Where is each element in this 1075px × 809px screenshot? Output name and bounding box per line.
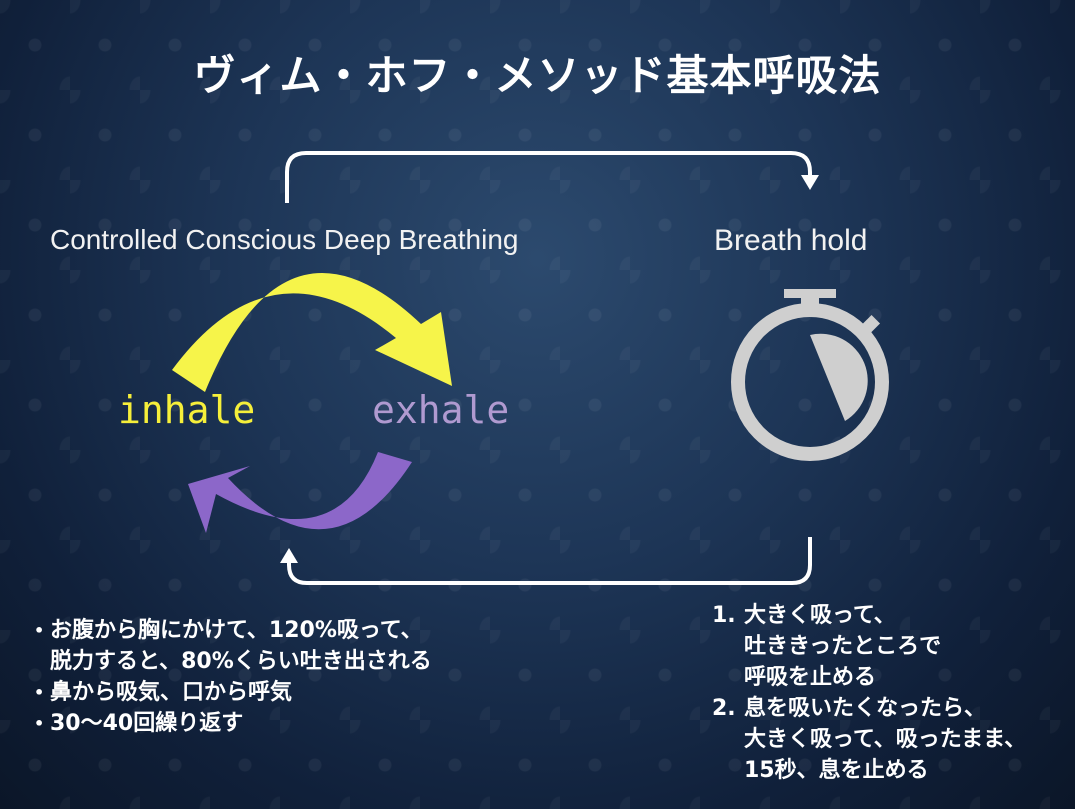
list-item: 2. 息を吸いたくなったら、 大きく吸って、吸ったまま、 15秒、息を止める: [712, 693, 1026, 786]
stopwatch-icon: [731, 289, 889, 461]
list-item: 鼻から吸気、口から呼気: [34, 677, 432, 708]
top-cycle-arrow-icon: [285, 151, 819, 203]
step-line: 大きく吸って、吸ったまま、: [744, 727, 1027, 752]
breath-hold-steps-list: 1. 大きく吸って、 吐ききったところで 呼吸を止める 2. 息を吸いたくなった…: [712, 600, 1026, 786]
step-line: 15秒、息を止める: [744, 758, 929, 783]
bullet-line: 脱力すると、80%くらい吐き出される: [50, 649, 432, 674]
step-line: 呼吸を止める: [744, 665, 877, 690]
step-line: 吐ききったところで: [744, 634, 942, 659]
step-line: 息を吸いたくなったら、: [744, 696, 987, 721]
page-title: ヴィム・ホフ・メソッド基本呼吸法: [193, 51, 882, 100]
step-line: 大きく吸って、: [744, 603, 896, 628]
step-number: 2.: [712, 696, 736, 721]
list-item: 1. 大きく吸って、 吐ききったところで 呼吸を止める: [712, 600, 1026, 693]
breath-hold-label: Breath hold: [714, 224, 868, 257]
step-number: 1.: [712, 603, 736, 628]
exhale-label: exhale: [372, 388, 510, 432]
bullet-line: 30〜40回繰り返す: [50, 711, 244, 736]
exhale-arrow-icon: [188, 452, 412, 533]
bottom-return-arrow-icon: [280, 537, 812, 585]
bullet-line: お腹から胸にかけて、120%吸って、: [50, 618, 423, 643]
bullet-line: 鼻から吸気、口から呼気: [50, 680, 293, 705]
breathing-notes-list: お腹から胸にかけて、120%吸って、 脱力すると、80%くらい吐き出される 鼻か…: [34, 615, 432, 739]
deep-breathing-label: Controlled Conscious Deep Breathing: [50, 224, 519, 255]
inhale-label: inhale: [118, 388, 256, 432]
inhale-arrow-icon: [172, 272, 452, 392]
list-item: お腹から胸にかけて、120%吸って、 脱力すると、80%くらい吐き出される: [34, 615, 432, 677]
list-item: 30〜40回繰り返す: [34, 708, 432, 739]
